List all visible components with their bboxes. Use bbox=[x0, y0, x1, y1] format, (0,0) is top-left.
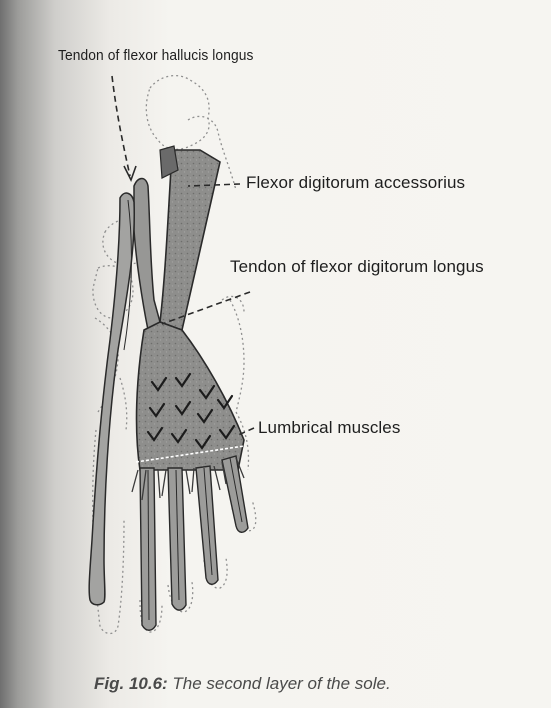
arrowhead-icon bbox=[124, 166, 136, 180]
figure-number: Fig. 10.6: bbox=[94, 674, 168, 693]
label-flexor-hallucis-longus: Tendon of flexor hallucis longus bbox=[58, 47, 254, 64]
flexor-digitorum-accessorius-muscle bbox=[160, 150, 220, 330]
label-flexor-digitorum-accessorius: Flexor digitorum accessorius bbox=[246, 173, 465, 193]
digital-tendons bbox=[140, 456, 248, 630]
figure-caption-text: The second layer of the sole. bbox=[168, 674, 391, 693]
label-flexor-digitorum-longus: Tendon of flexor digitorum longus bbox=[230, 257, 484, 277]
figure-caption: Fig. 10.6: The second layer of the sole. bbox=[94, 674, 391, 694]
label-lumbrical-muscles: Lumbrical muscles bbox=[258, 418, 400, 438]
leader-flexor-hallucis-longus bbox=[112, 76, 130, 176]
flexor-hallucis-longus-tendon bbox=[89, 193, 134, 605]
flexor-digitorum-longus-tendon bbox=[134, 179, 160, 331]
